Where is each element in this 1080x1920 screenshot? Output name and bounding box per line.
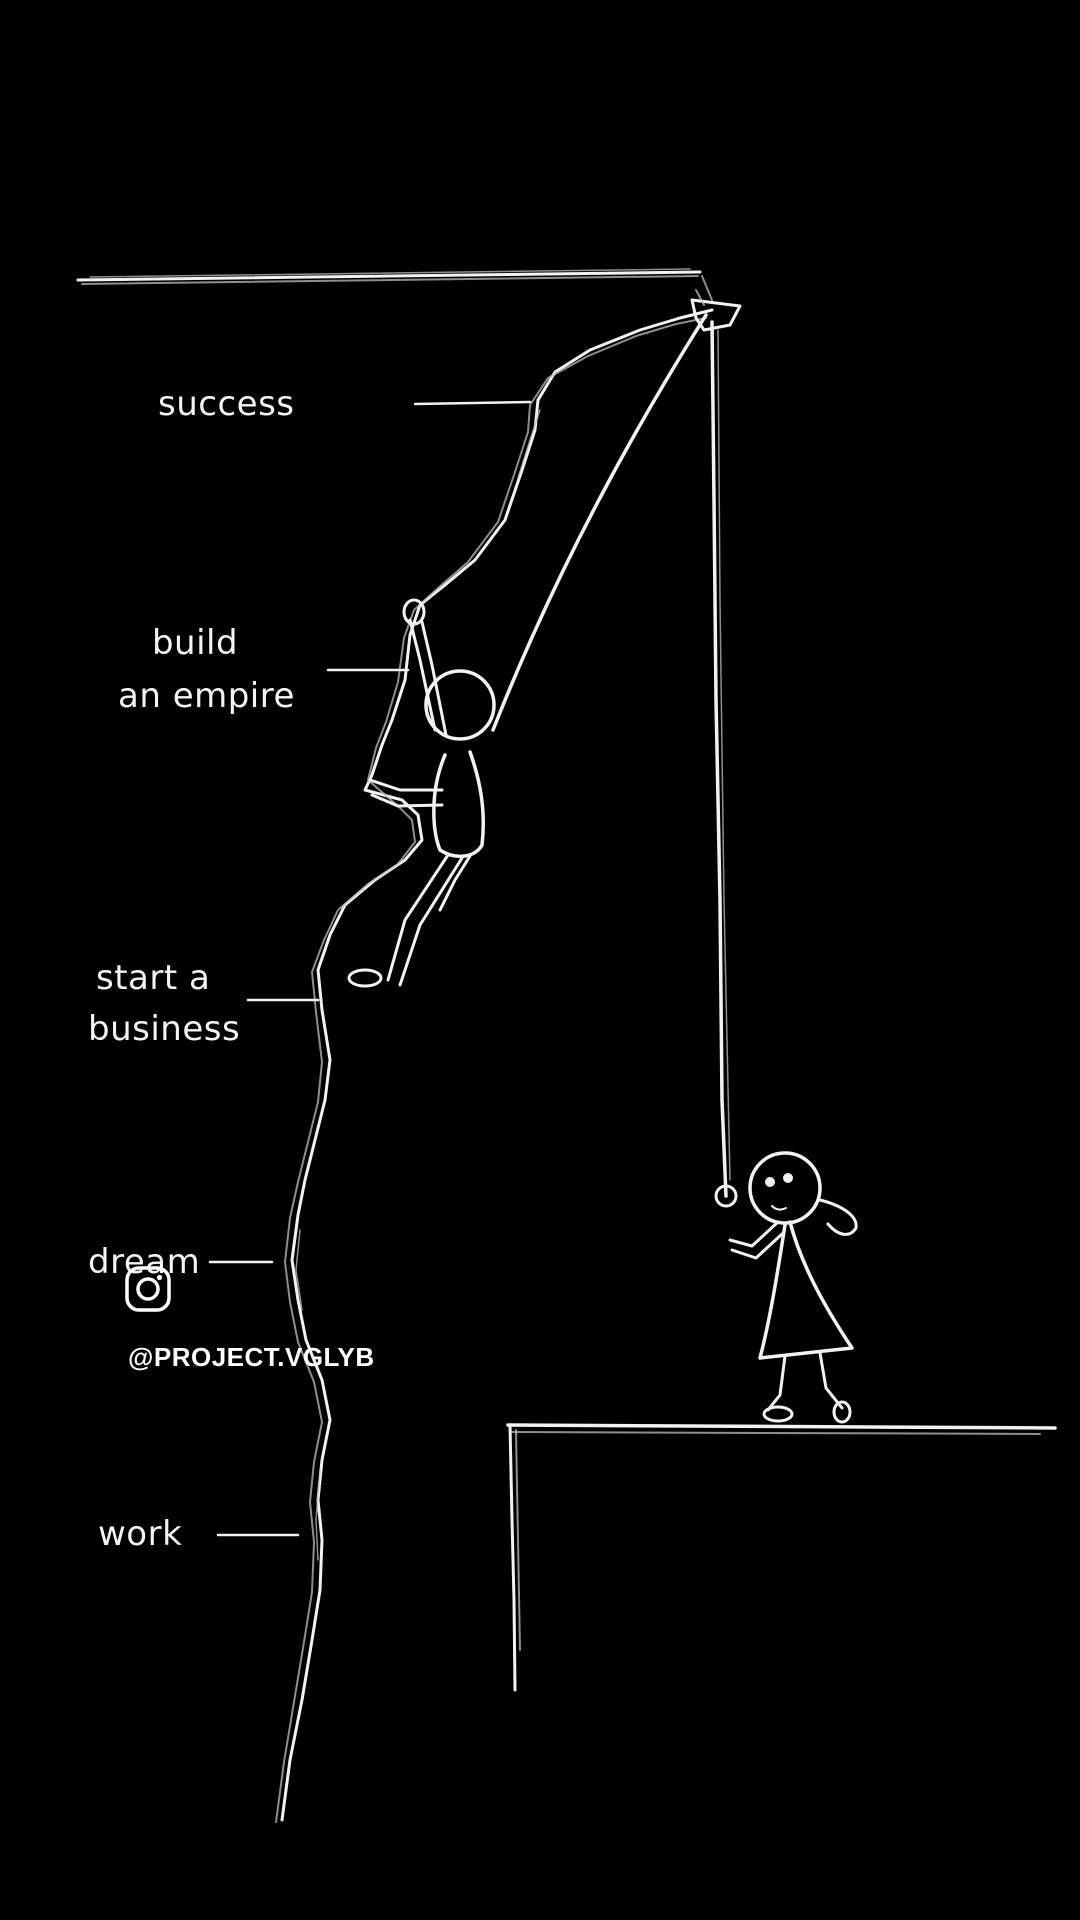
milestone-ticks	[208, 400, 532, 1537]
label-build: build	[151, 623, 239, 663]
cliff-face	[275, 308, 714, 1823]
label-an-empire: an empire	[118, 676, 295, 716]
rope-to-climber	[491, 313, 708, 732]
climber-figure	[347, 598, 496, 988]
label-success: success	[158, 384, 295, 424]
rope-anchor	[690, 275, 742, 332]
label-dream: dream	[88, 1242, 201, 1282]
label-start-a: start a	[96, 958, 211, 998]
watermark-handle: @PROJECT.VGLYB	[128, 1342, 375, 1372]
label-work: work	[98, 1514, 183, 1554]
label-business: business	[88, 1009, 241, 1049]
instagram-icon	[125, 1266, 171, 1312]
top-ledge	[76, 268, 702, 285]
rope-to-girl	[710, 320, 731, 1198]
lower-ledge	[506, 1423, 1057, 1692]
girl-figure	[714, 1151, 858, 1424]
